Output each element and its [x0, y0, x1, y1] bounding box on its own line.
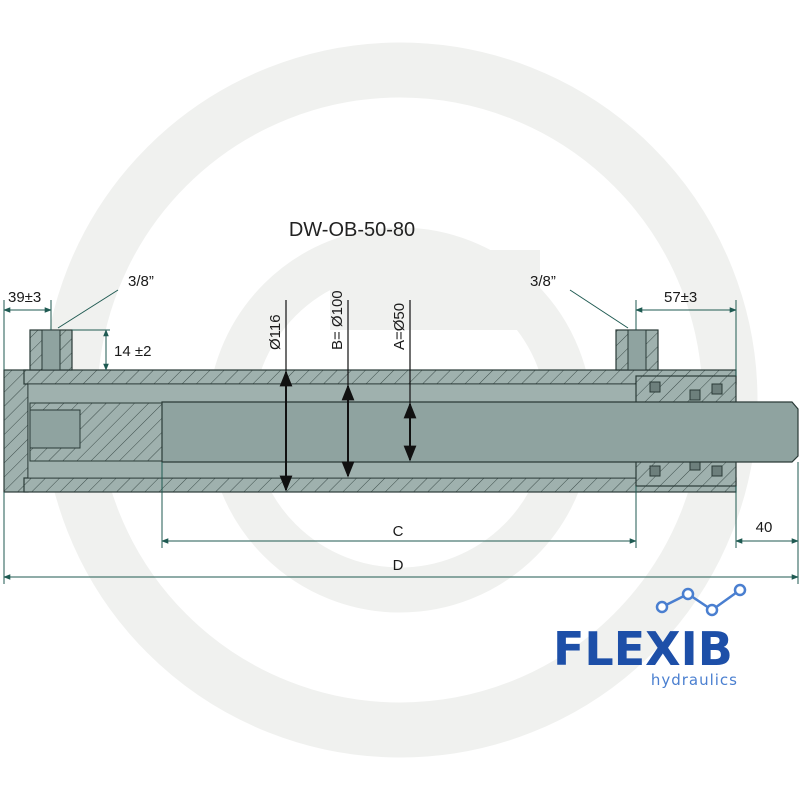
barrel-top-wall [23, 369, 737, 385]
left-port-offset-label: 39±3 [8, 289, 41, 306]
barrel-bottom-wall [23, 477, 737, 493]
drawing-title: DW-OB-50-80 [289, 219, 415, 241]
brand-name: FLEXIB [553, 622, 733, 676]
port-height-label: 14 ±2 [114, 343, 151, 360]
stroke-label: C [393, 523, 404, 540]
port-dims [3, 289, 737, 376]
graph-nodes-icon [655, 583, 747, 617]
end-cap [3, 369, 29, 493]
right-port-thread-label: 3/8” [530, 273, 556, 290]
rod-extension-label: 40 [756, 519, 773, 536]
piston-nut [29, 409, 81, 449]
diameter-dims [279, 300, 417, 492]
right-port-offset-label: 57±3 [664, 289, 697, 306]
bore-diameter-label: B= Ø100 [329, 290, 346, 350]
brand-tagline: hydraulics [651, 671, 738, 689]
cylinder-body [3, 329, 799, 493]
piston-rod [161, 401, 799, 463]
rod-diameter-label: A=Ø50 [391, 303, 408, 350]
left-port-thread-label: 3/8” [128, 273, 154, 290]
total-length-label: D [393, 557, 404, 574]
outer-diameter-label: Ø116 [267, 314, 284, 350]
length-dims [3, 462, 799, 584]
brand-logo: FLEXIB hydraulics [553, 583, 747, 689]
